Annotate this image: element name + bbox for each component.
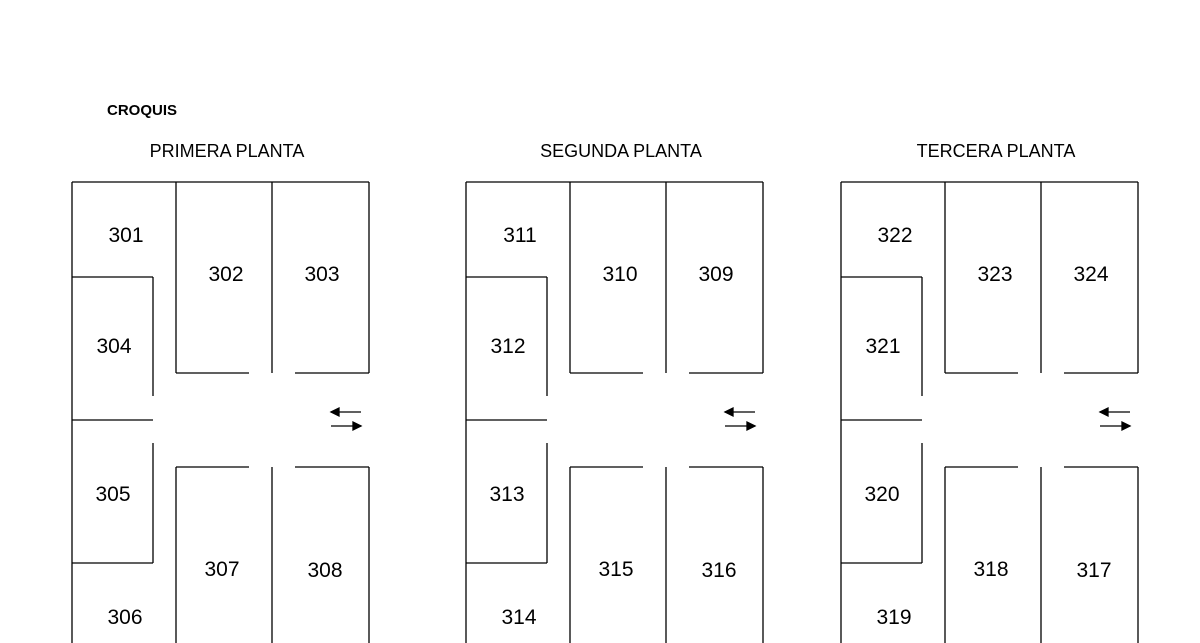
room-label: 305 — [95, 483, 130, 506]
room-label: 301 — [108, 224, 143, 247]
room-label: 303 — [304, 263, 339, 286]
double-arrow-icon — [329, 406, 340, 418]
room-label: 321 — [865, 335, 900, 358]
double-arrow-icon — [746, 420, 757, 432]
room-label: 310 — [602, 263, 637, 286]
double-arrow-icon — [723, 406, 734, 418]
room-label: 318 — [973, 558, 1008, 581]
double-arrow-icon — [1098, 406, 1109, 418]
room-label: 322 — [877, 224, 912, 247]
room-label: 323 — [977, 263, 1012, 286]
double-arrow-icon — [352, 420, 363, 432]
room-label: 315 — [598, 558, 633, 581]
double-arrow-icon — [1121, 420, 1132, 432]
room-label: 312 — [490, 335, 525, 358]
floor-heading: PRIMERA PLANTA — [150, 141, 305, 161]
floor-heading: SEGUNDA PLANTA — [540, 141, 702, 161]
room-label: 309 — [698, 263, 733, 286]
room-label: 317 — [1076, 559, 1111, 582]
diagram-title: CROQUIS — [107, 102, 178, 119]
room-label: 306 — [107, 606, 142, 629]
room-label: 307 — [204, 558, 239, 581]
room-label: 324 — [1073, 263, 1108, 286]
floor-heading: TERCERA PLANTA — [917, 141, 1076, 161]
room-label: 319 — [876, 606, 911, 629]
room-label: 302 — [208, 263, 243, 286]
room-label: 311 — [503, 224, 536, 247]
room-label: 316 — [701, 559, 736, 582]
room-label: 314 — [501, 606, 536, 629]
room-label: 313 — [489, 483, 524, 506]
room-label: 320 — [864, 483, 899, 506]
room-label: 304 — [96, 335, 131, 358]
room-label: 308 — [307, 559, 342, 582]
